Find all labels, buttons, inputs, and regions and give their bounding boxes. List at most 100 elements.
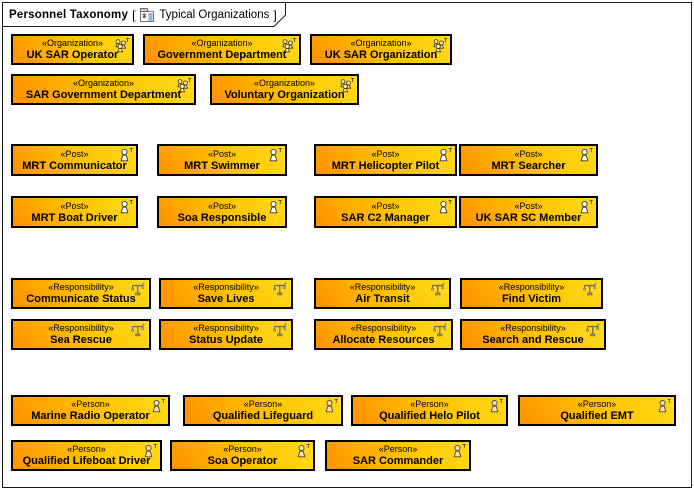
- person-icon: T: [149, 398, 166, 415]
- svg-text:T: T: [125, 38, 130, 44]
- stereotype-label: «Organization»: [191, 38, 253, 48]
- person-icon: T: [322, 398, 339, 415]
- node-name: UK SAR SC Member: [475, 211, 582, 224]
- svg-text:T: T: [153, 444, 158, 450]
- svg-text:T: T: [589, 200, 594, 206]
- stereotype-label: «Person»: [378, 444, 418, 454]
- node-name: MRT Communicator: [22, 159, 127, 172]
- person-icon: T: [294, 443, 311, 460]
- diagram-title: Personnel Taxonomy: [9, 9, 129, 21]
- person-icon: T: [450, 443, 467, 460]
- diagram-context: Typical Organizations: [159, 9, 270, 21]
- stereotype-label: «Post»: [60, 148, 89, 159]
- person-icon: T: [141, 443, 158, 460]
- stereotype-label: «Organization»: [41, 38, 104, 48]
- stereotype-label: «Responsibility»: [193, 282, 259, 292]
- post-node[interactable]: «Post»MRT Swimmer T: [157, 144, 287, 176]
- stereotype-label: «Person»: [71, 399, 110, 409]
- svg-text:T: T: [667, 399, 672, 405]
- node-name: SAR C2 Manager: [341, 211, 430, 224]
- node-name: UK SAR Operator: [26, 49, 119, 61]
- responsibility-icon: [585, 322, 602, 339]
- responsibility-icon: [272, 281, 289, 298]
- node-name: Qualified Lifeboat Driver: [22, 455, 151, 467]
- node-name: Status Update: [189, 334, 263, 346]
- bracket-close: ]: [273, 8, 277, 22]
- stereotype-label: «Responsibility»: [500, 323, 566, 333]
- responsibility-node[interactable]: «Responsibility»Find Victim: [460, 278, 603, 309]
- post-node[interactable]: «Post»UK SAR SC Member T: [459, 196, 598, 228]
- node-name: Qualified Lifeguard: [212, 410, 314, 422]
- stereotype-label: «Person»: [67, 444, 106, 454]
- node-name: MRT Helicopter Pilot: [331, 159, 440, 172]
- svg-text:T: T: [292, 38, 297, 44]
- svg-text:T: T: [334, 399, 339, 405]
- responsibility-node[interactable]: «Responsibility»Air Transit: [314, 278, 451, 309]
- node-name: MRT Searcher: [491, 159, 566, 172]
- responsibility-node[interactable]: «Responsibility»Allocate Resources: [314, 319, 453, 350]
- svg-text:T: T: [448, 148, 453, 154]
- responsibility-node[interactable]: «Responsibility»Sea Rescue: [11, 319, 151, 350]
- node-name: UK SAR Organization: [324, 49, 438, 61]
- node-name: Allocate Resources: [332, 334, 435, 346]
- post-icon: T: [266, 147, 283, 164]
- stereotype-label: «Post»: [371, 148, 400, 159]
- stereotype-label: «Person»: [410, 399, 449, 409]
- node-name: MRT Boat Driver: [31, 211, 118, 224]
- svg-text:T: T: [278, 200, 283, 206]
- post-icon: T: [577, 199, 594, 216]
- post-node[interactable]: «Post»MRT Helicopter Pilot T: [314, 144, 457, 176]
- post-icon: T: [117, 199, 134, 216]
- svg-text:T: T: [499, 399, 504, 405]
- stereotype-label: «Responsibility»: [48, 282, 114, 292]
- responsibility-node[interactable]: «Responsibility»Save Lives: [159, 278, 293, 309]
- node-name: Sea Rescue: [50, 334, 112, 346]
- responsibility-node[interactable]: «Responsibility»Search and Rescue: [460, 319, 606, 350]
- node-name: Qualified EMT: [560, 410, 634, 422]
- diagram-tab[interactable]: Personnel Taxonomy [ PKG Typical Organiz…: [9, 7, 277, 23]
- responsibility-icon: [130, 322, 147, 339]
- post-icon: T: [117, 147, 134, 164]
- node-name: Search and Rescue: [482, 334, 584, 346]
- post-icon: T: [266, 199, 283, 216]
- person-icon: T: [487, 398, 504, 415]
- svg-text:T: T: [129, 200, 134, 206]
- svg-text:T: T: [278, 148, 283, 154]
- responsibility-node[interactable]: «Responsibility»Communicate Status: [11, 278, 151, 309]
- stereotype-label: «Post»: [207, 148, 237, 159]
- svg-text:T: T: [187, 78, 192, 84]
- responsibility-node[interactable]: «Responsibility»Status Update: [159, 319, 293, 350]
- stereotype-label: «Responsibility»: [498, 282, 565, 292]
- person-node[interactable]: «Person»Qualified EMT T: [518, 395, 676, 426]
- stereotype-label: «Person»: [577, 399, 617, 409]
- organization-node[interactable]: «Organization»UK SAR Operator T: [11, 34, 134, 65]
- node-name: SAR Government Department: [25, 89, 182, 101]
- bracket-open: [: [132, 8, 136, 22]
- node-name: MRT Swimmer: [184, 159, 260, 172]
- svg-text:T: T: [462, 444, 467, 450]
- stereotype-label: «Responsibility»: [349, 282, 416, 292]
- responsibility-icon: [130, 281, 147, 298]
- organization-icon: T: [338, 77, 355, 94]
- node-name: Air Transit: [355, 293, 410, 305]
- stereotype-label: «Responsibility»: [193, 323, 259, 333]
- svg-text:T: T: [350, 78, 355, 84]
- svg-text:T: T: [129, 148, 134, 154]
- organization-icon: T: [113, 37, 130, 54]
- stereotype-label: «Post»: [514, 200, 543, 211]
